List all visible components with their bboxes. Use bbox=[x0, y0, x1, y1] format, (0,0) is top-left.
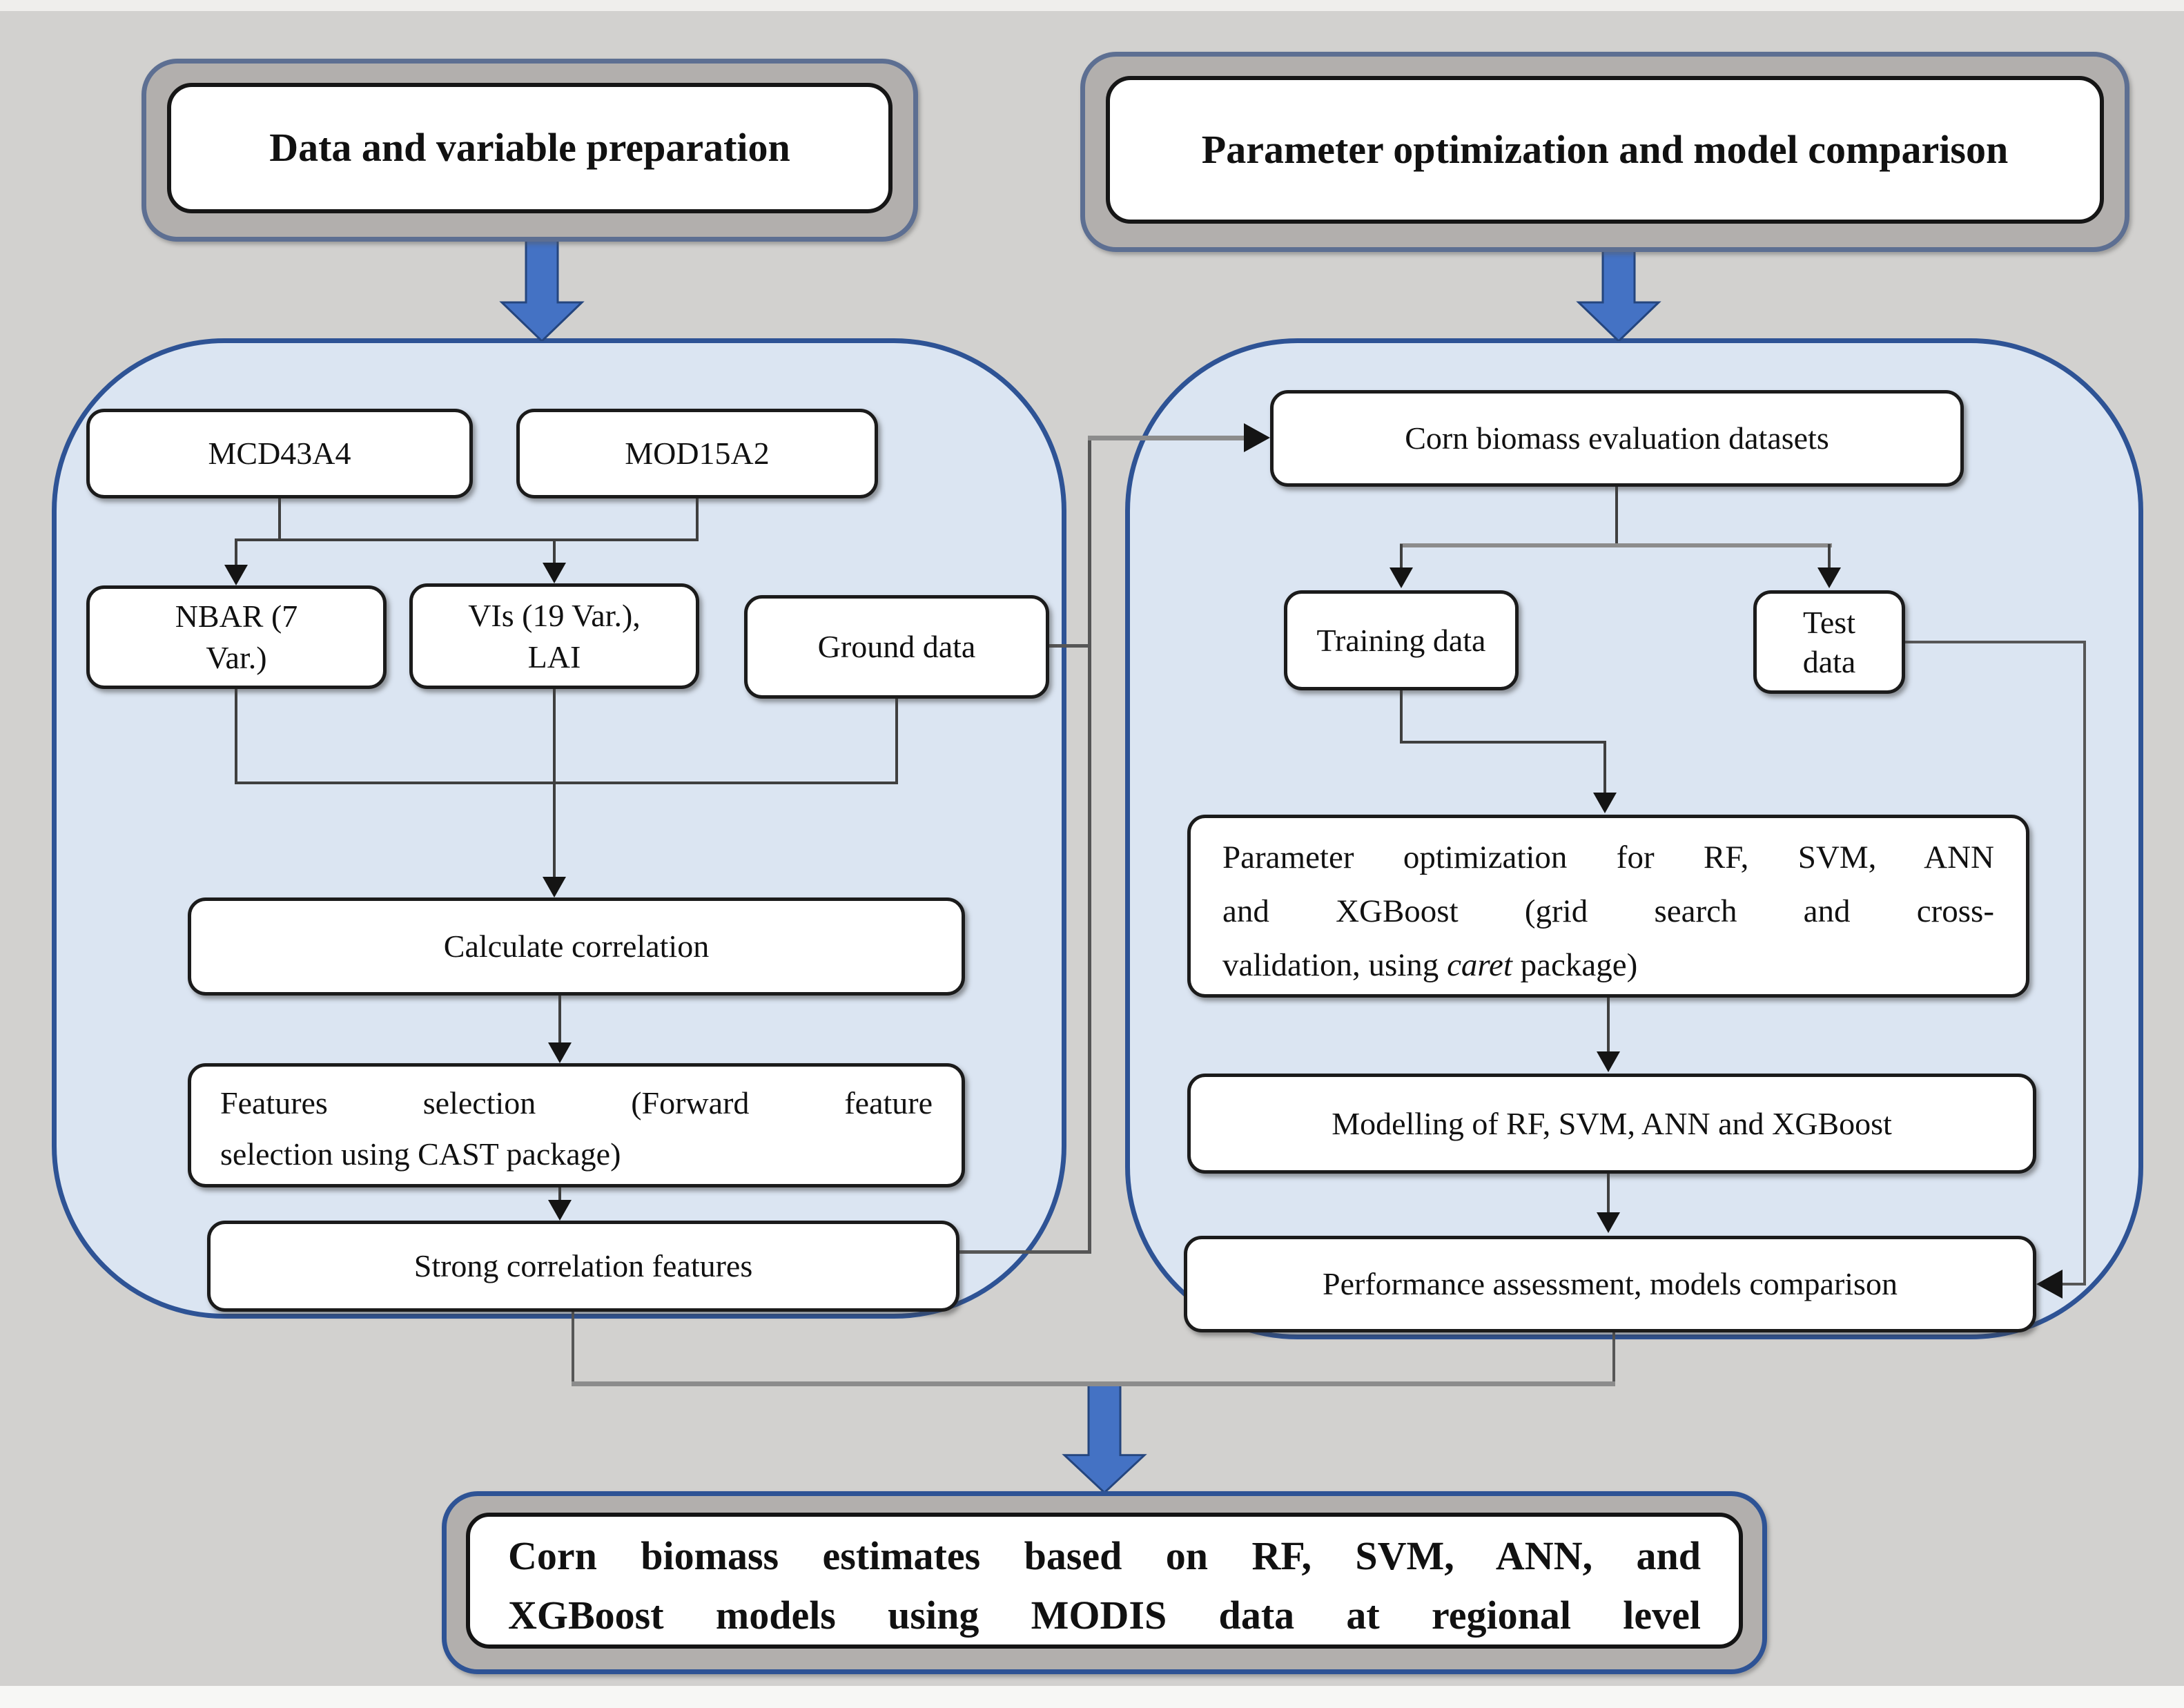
box-param-line3: validation, using caret package) bbox=[1222, 938, 1994, 992]
connector-modelling-to-performance bbox=[1607, 1174, 1610, 1214]
output-line2: XGBoost models using MODIS data at regio… bbox=[508, 1593, 1701, 1638]
arrowhead-into-datasets bbox=[1244, 423, 1270, 452]
box-evaluation-datasets: Corn biomass evaluation datasets bbox=[1270, 390, 1964, 487]
connector-drop-to-vis bbox=[553, 538, 556, 564]
connector-mod15a2-down bbox=[696, 498, 699, 541]
connector-calculate-to-features bbox=[558, 996, 561, 1045]
box-modelling: Modelling of RF, SVM, ANN and XGBoost bbox=[1187, 1074, 2036, 1174]
box-performance-assessment: Performance assessment, models compariso… bbox=[1184, 1236, 2036, 1332]
connector-training-down bbox=[1400, 690, 1403, 744]
box-mod15a2-label: MOD15A2 bbox=[625, 436, 770, 472]
arrowhead-into-vis bbox=[543, 563, 566, 583]
box-nbar-line2: Var.) bbox=[206, 640, 267, 675]
arrowhead-into-param bbox=[1593, 793, 1617, 813]
box-mod15a2: MOD15A2 bbox=[516, 409, 878, 498]
fat-arrow-left-header-to-panel bbox=[499, 229, 585, 341]
header-left-title: Data and variable preparation bbox=[167, 83, 893, 213]
arrowhead-into-features bbox=[548, 1042, 572, 1063]
box-param-line3-after: package) bbox=[1512, 947, 1638, 983]
box-strong-correlation-features: Strong correlation features bbox=[207, 1221, 959, 1312]
arrowhead-into-test bbox=[1817, 567, 1841, 588]
box-training-data: Training data bbox=[1284, 590, 1519, 690]
arrowhead-into-training bbox=[1390, 567, 1413, 588]
connector-strong-right bbox=[959, 1250, 1089, 1254]
output-box: Corn biomass estimates based on RF, SVM,… bbox=[466, 1513, 1743, 1649]
arrowhead-into-strong bbox=[548, 1200, 572, 1221]
connector-features-to-strong bbox=[558, 1187, 561, 1201]
box-features-line2: selection using CAST package) bbox=[220, 1136, 621, 1172]
box-vis-lai: VIs (19 Var.), LAI bbox=[409, 583, 699, 689]
connector-test-right bbox=[1905, 641, 2085, 643]
box-strong-correlation-label: Strong correlation features bbox=[413, 1248, 753, 1284]
box-ground-data-label: Ground data bbox=[817, 629, 976, 665]
page-top-margin bbox=[0, 0, 2184, 11]
connector-performance-bottom-down bbox=[1612, 1332, 1615, 1384]
connector-test-loop-into-performance bbox=[2063, 1283, 2085, 1285]
header-right-title: Parameter optimization and model compari… bbox=[1106, 76, 2104, 224]
connector-row1-horizontal bbox=[235, 538, 699, 541]
header-data-variable-preparation: Data and variable preparation bbox=[142, 59, 918, 242]
box-performance-label: Performance assessment, models compariso… bbox=[1323, 1266, 1898, 1302]
arrowhead-test-into-performance bbox=[2036, 1270, 2063, 1299]
box-mcd43a4: MCD43A4 bbox=[86, 409, 473, 498]
box-test-data-line2: data bbox=[1802, 644, 1856, 679]
output-line1: Corn biomass estimates based on RF, SVM,… bbox=[508, 1533, 1701, 1578]
connector-param-to-modelling bbox=[1607, 998, 1610, 1051]
connector-drop-to-nbar bbox=[235, 538, 237, 566]
box-mcd43a4-label: MCD43A4 bbox=[208, 436, 351, 472]
connector-row2-horizontal bbox=[235, 782, 898, 784]
output-capsule: Corn biomass estimates based on RF, SVM,… bbox=[442, 1491, 1767, 1674]
connector-drop-to-training bbox=[1400, 544, 1403, 569]
box-nbar-line1: NBAR (7 bbox=[175, 599, 298, 634]
arrowhead-into-modelling bbox=[1597, 1051, 1620, 1072]
connector-ground-right bbox=[1049, 644, 1089, 648]
fat-arrow-panels-to-output bbox=[1062, 1384, 1147, 1493]
connector-between-panels-vertical bbox=[1088, 437, 1091, 1254]
box-training-data-label: Training data bbox=[1316, 622, 1486, 658]
box-evaluation-datasets-label: Corn biomass evaluation datasets bbox=[1405, 420, 1829, 456]
box-param-line1: Parameter optimization for RF, SVM, ANN bbox=[1222, 840, 1994, 875]
connector-drop-to-calculate bbox=[553, 782, 556, 878]
connector-drop-to-test bbox=[1828, 544, 1831, 569]
header-parameter-optimization: Parameter optimization and model compari… bbox=[1080, 52, 2129, 252]
box-calculate-correlation-label: Calculate correlation bbox=[443, 929, 710, 964]
box-nbar-variables: NBAR (7 Var.) bbox=[86, 585, 387, 689]
connector-training-elbow bbox=[1400, 741, 1606, 744]
box-modelling-label: Modelling of RF, SVM, ANN and XGBoost bbox=[1332, 1105, 1892, 1141]
box-parameter-optimization: Parameter optimization for RF, SVM, ANN … bbox=[1187, 815, 2029, 998]
box-ground-data: Ground data bbox=[744, 595, 1049, 699]
connector-nbar-down bbox=[235, 689, 237, 784]
connector-vis-down bbox=[553, 689, 556, 784]
caret-package-italic: caret bbox=[1447, 947, 1512, 983]
arrowhead-into-performance bbox=[1597, 1212, 1620, 1233]
box-test-data-line1: Test bbox=[1803, 604, 1855, 640]
box-test-data: Test data bbox=[1753, 590, 1905, 694]
connector-ground-down bbox=[895, 699, 898, 784]
connector-split-horizontal bbox=[1400, 543, 1832, 547]
connector-elbow-to-param bbox=[1603, 741, 1606, 794]
box-calculate-correlation: Calculate correlation bbox=[188, 897, 965, 996]
connector-into-datasets bbox=[1088, 436, 1245, 440]
box-param-line2: and XGBoost (grid search and cross- bbox=[1222, 893, 1994, 929]
box-param-line3-before: validation, using bbox=[1222, 947, 1447, 983]
box-features-selection: Features selection (Forward feature sele… bbox=[188, 1063, 965, 1187]
connector-test-loop-vertical bbox=[2083, 641, 2086, 1285]
arrowhead-into-nbar bbox=[224, 565, 248, 585]
connector-strong-bottom-down bbox=[572, 1312, 574, 1384]
connector-datasets-down bbox=[1615, 487, 1618, 545]
connector-mcd43a4-down bbox=[278, 498, 281, 541]
arrowhead-into-calculate bbox=[543, 877, 566, 897]
box-vis-line2: LAI bbox=[527, 639, 581, 675]
box-vis-line1: VIs (19 Var.), bbox=[468, 597, 641, 633]
page-bottom-margin bbox=[0, 1686, 2184, 1708]
box-features-line1: Features selection (Forward feature bbox=[220, 1085, 933, 1120]
connector-merge-horizontal bbox=[572, 1381, 1615, 1386]
